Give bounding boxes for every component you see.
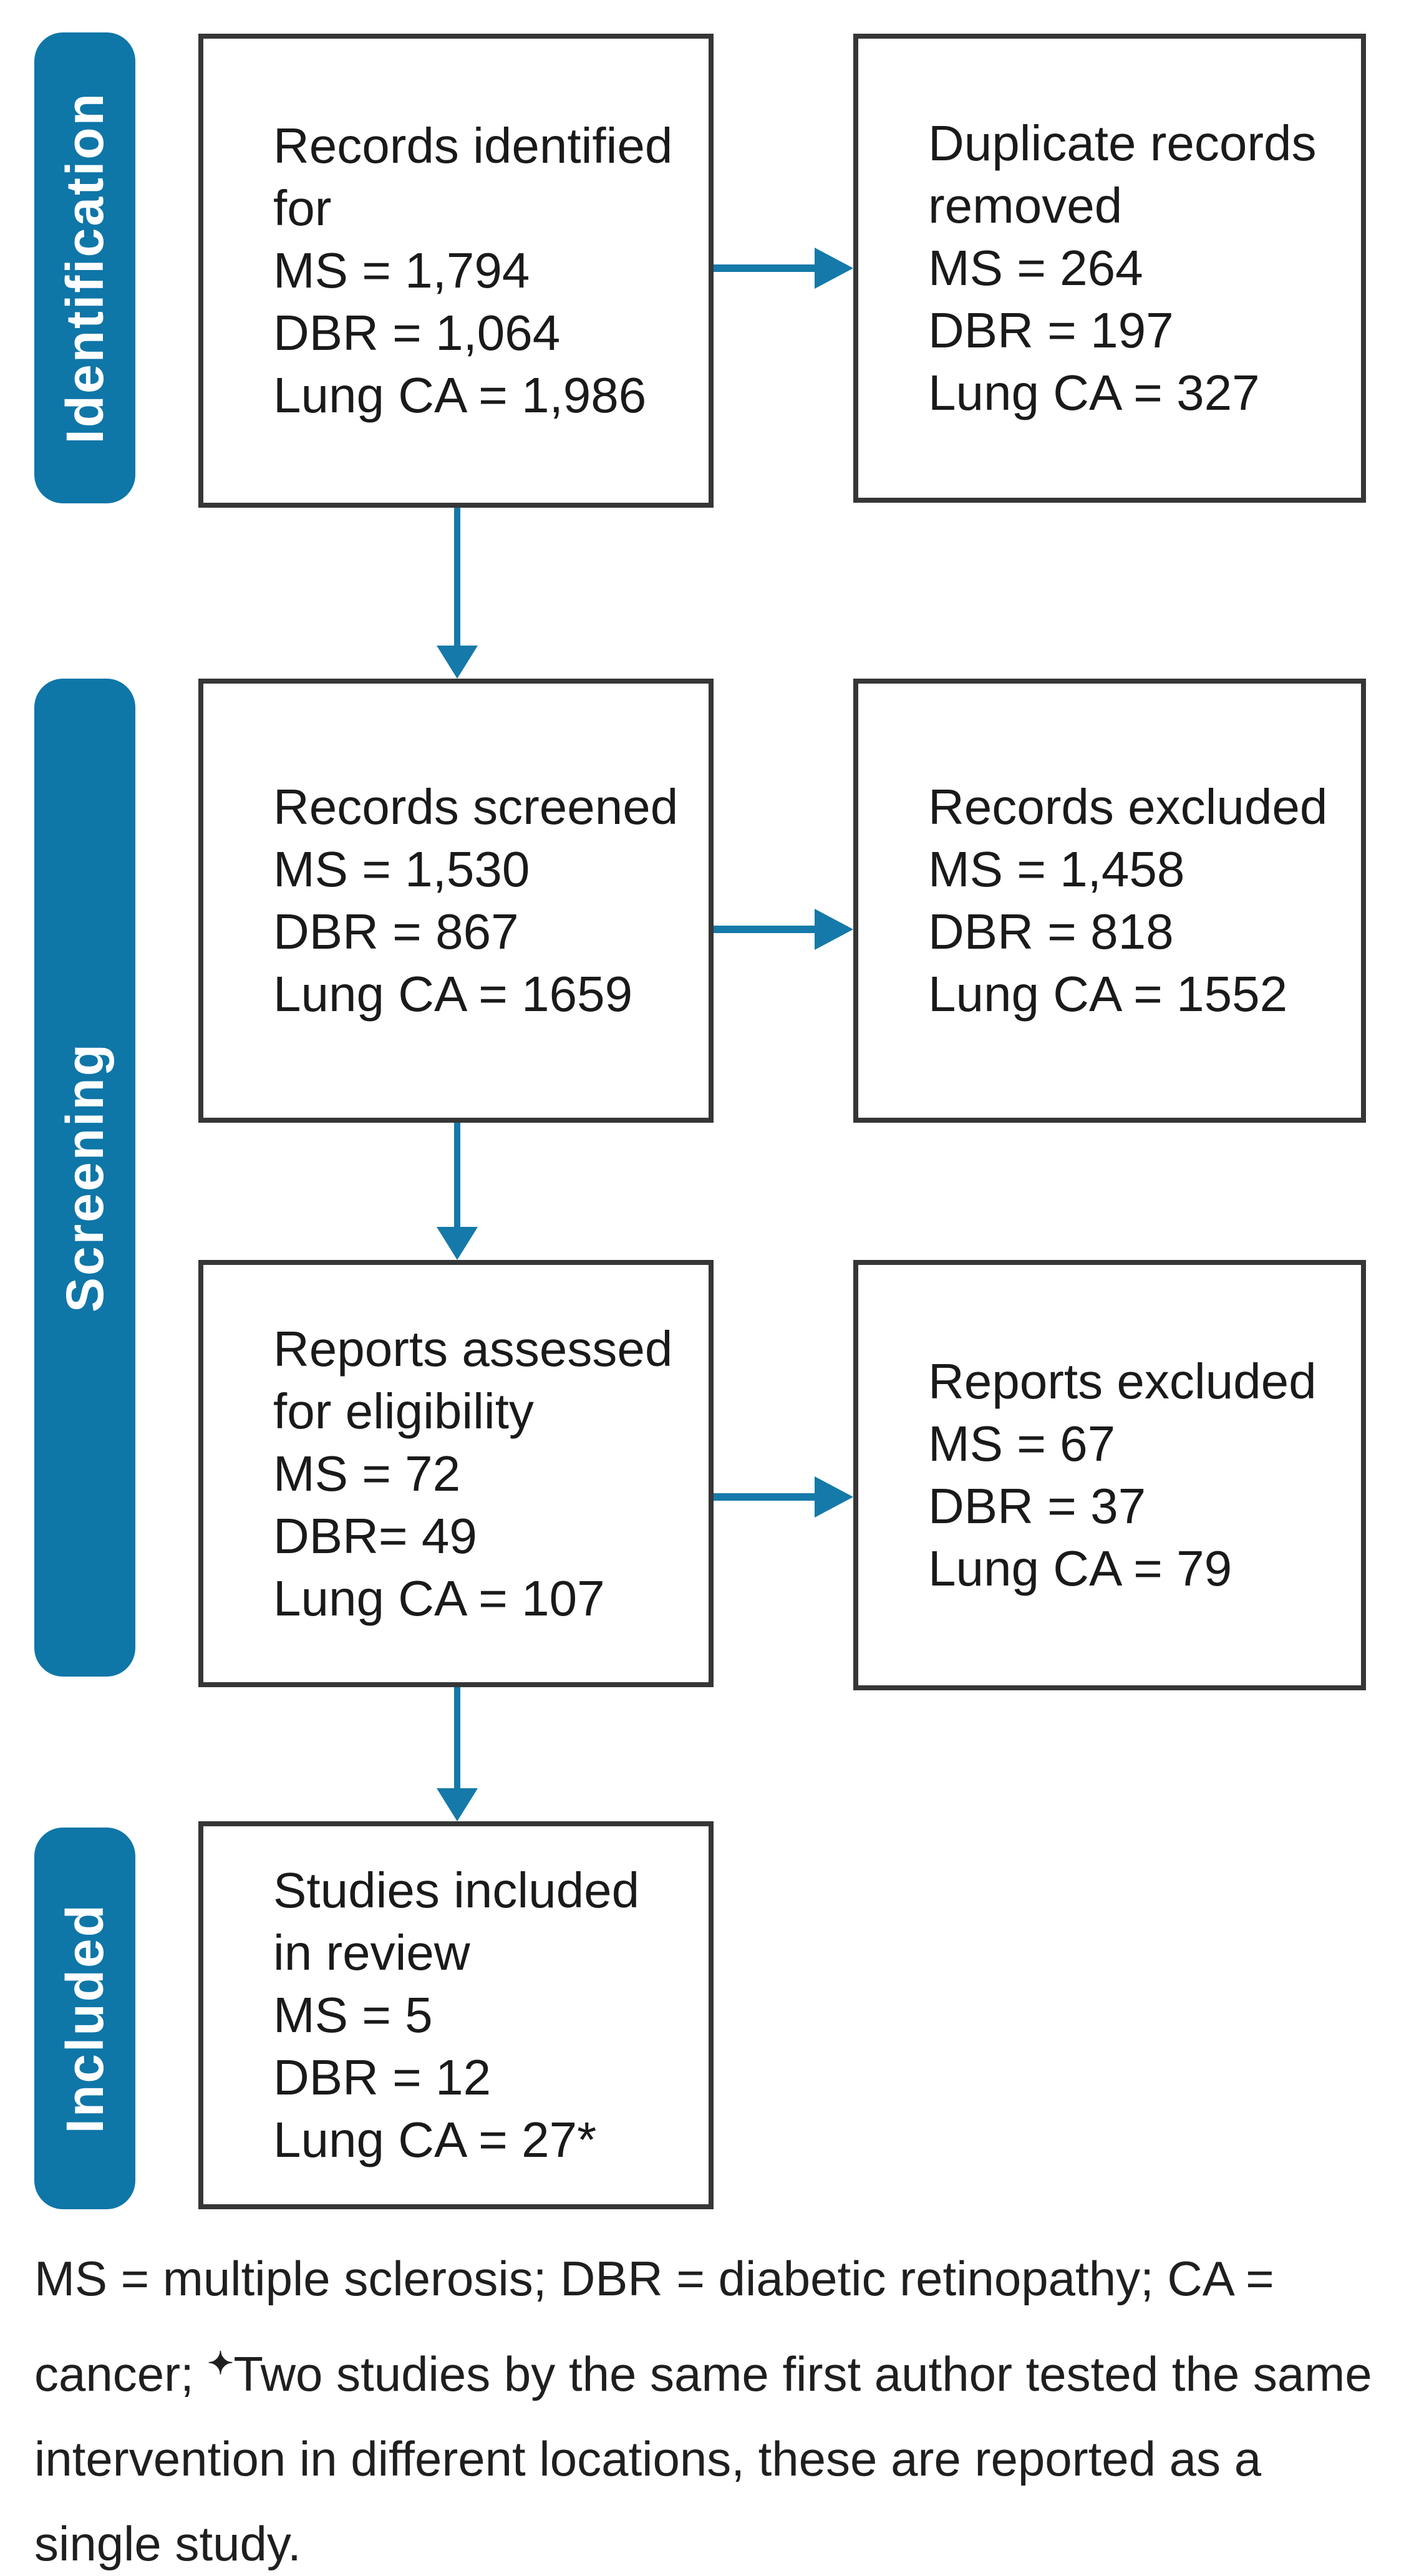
box-records-identified: Records identified for MS = 1,794 DBR = …	[198, 34, 714, 508]
arrow-head-right-icon	[815, 248, 853, 289]
box-line: Lung CA = 107	[273, 1570, 605, 1626]
box-line: MS = 72	[273, 1445, 461, 1501]
stage-bar-screening: Screening	[34, 679, 135, 1677]
footnote-text: Two studies by the same first author tes…	[233, 2346, 1372, 2401]
box-line: Lung CA = 1,986	[273, 367, 647, 423]
footnote-line: intervention in different locations, the…	[34, 2416, 1407, 2501]
stage-bar-identification: Identification	[34, 32, 135, 503]
arrow-head-down-icon	[437, 646, 478, 679]
box-line: Records excluded	[928, 779, 1328, 835]
arrow-shaft	[454, 1687, 460, 1791]
arrow-head-right-icon	[815, 1476, 853, 1518]
stage-label-included: Included	[55, 1903, 114, 2134]
arrow-identified-to-screened-icon	[437, 508, 478, 679]
arrow-head-right-icon	[815, 909, 853, 950]
footnote-text: single study.	[34, 2516, 301, 2571]
box-line: DBR= 49	[273, 1508, 477, 1564]
arrow-head-down-icon	[437, 1227, 478, 1260]
box-line: Lung CA = 327	[928, 365, 1260, 420]
box-line: removed	[928, 178, 1123, 233]
box-line: for	[273, 180, 332, 236]
box-line: Duplicate records	[928, 115, 1317, 171]
box-line: DBR = 197	[928, 303, 1174, 358]
box-line: MS = 67	[928, 1416, 1116, 1471]
box-line: DBR = 37	[928, 1478, 1146, 1534]
box-line: DBR = 867	[273, 904, 519, 959]
box-line: MS = 264	[928, 240, 1143, 296]
arrow-screened-to-excluded-icon	[714, 909, 853, 950]
footnote-text: intervention in different locations, the…	[34, 2431, 1262, 2486]
box-line: Lung CA = 1552	[928, 966, 1288, 1022]
box-line: for eligibility	[273, 1383, 534, 1439]
footnote: MS = multiple sclerosis; DBR = diabetic …	[34, 2236, 1407, 2576]
box-line: Lung CA = 79	[928, 1541, 1233, 1596]
arrow-shaft	[454, 1123, 460, 1230]
box-records-excluded: Records excluded MS = 1,458 DBR = 818 Lu…	[853, 679, 1366, 1123]
box-reports-excluded: Reports excluded MS = 67 DBR = 37 Lung C…	[853, 1260, 1366, 1690]
box-line: MS = 1,794	[273, 243, 530, 298]
box-line: Records identified	[273, 118, 673, 173]
footnote-star-marker: ✦	[207, 2346, 234, 2381]
footnote-text: cancer;	[34, 2346, 208, 2401]
footnote-line: single study.	[34, 2501, 1407, 2576]
box-line: Reports assessed	[273, 1320, 673, 1377]
arrow-assessed-to-excluded-icon	[714, 1476, 853, 1518]
box-line: Lung CA = 27*	[273, 2112, 597, 2167]
box-line: in review	[273, 1925, 470, 1980]
arrow-shaft	[454, 508, 460, 649]
box-records-screened: Records screened MS = 1,530 DBR = 867 Lu…	[198, 679, 714, 1123]
box-line: MS = 5	[273, 1987, 433, 2043]
arrow-assessed-to-included-icon	[437, 1687, 478, 1821]
footnote-text: MS = multiple sclerosis; DBR = diabetic …	[34, 2251, 1274, 2306]
arrow-head-down-icon	[437, 1788, 478, 1821]
arrow-shaft	[714, 926, 818, 933]
box-line: DBR = 12	[273, 2050, 492, 2105]
box-studies-included: Studies included in review MS = 5 DBR = …	[198, 1821, 714, 2209]
arrow-shaft	[714, 1493, 818, 1501]
box-line: DBR = 1,064	[273, 305, 561, 361]
box-line: DBR = 818	[928, 904, 1174, 959]
footnote-line: cancer; ✦Two studies by the same first a…	[34, 2321, 1407, 2416]
box-line: Studies included	[273, 1862, 640, 1918]
box-line: Records screened	[273, 779, 679, 835]
box-duplicates-removed: Duplicate records removed MS = 264 DBR =…	[853, 34, 1366, 503]
footnote-line: MS = multiple sclerosis; DBR = diabetic …	[34, 2236, 1407, 2321]
stage-label-screening: Screening	[55, 1042, 114, 1313]
stage-bar-included: Included	[34, 1828, 135, 2209]
box-line: MS = 1,530	[273, 841, 530, 897]
stage-label-identification: Identification	[55, 92, 114, 444]
arrow-identified-to-duplicates-icon	[714, 248, 853, 289]
box-line: Reports excluded	[928, 1353, 1317, 1409]
arrow-screened-to-assessed-icon	[437, 1123, 478, 1260]
arrow-shaft	[714, 264, 818, 272]
box-line: Lung CA = 1659	[273, 966, 633, 1022]
box-line: MS = 1,458	[928, 841, 1185, 897]
box-reports-assessed: Reports assessed for eligibility MS = 72…	[198, 1260, 714, 1687]
